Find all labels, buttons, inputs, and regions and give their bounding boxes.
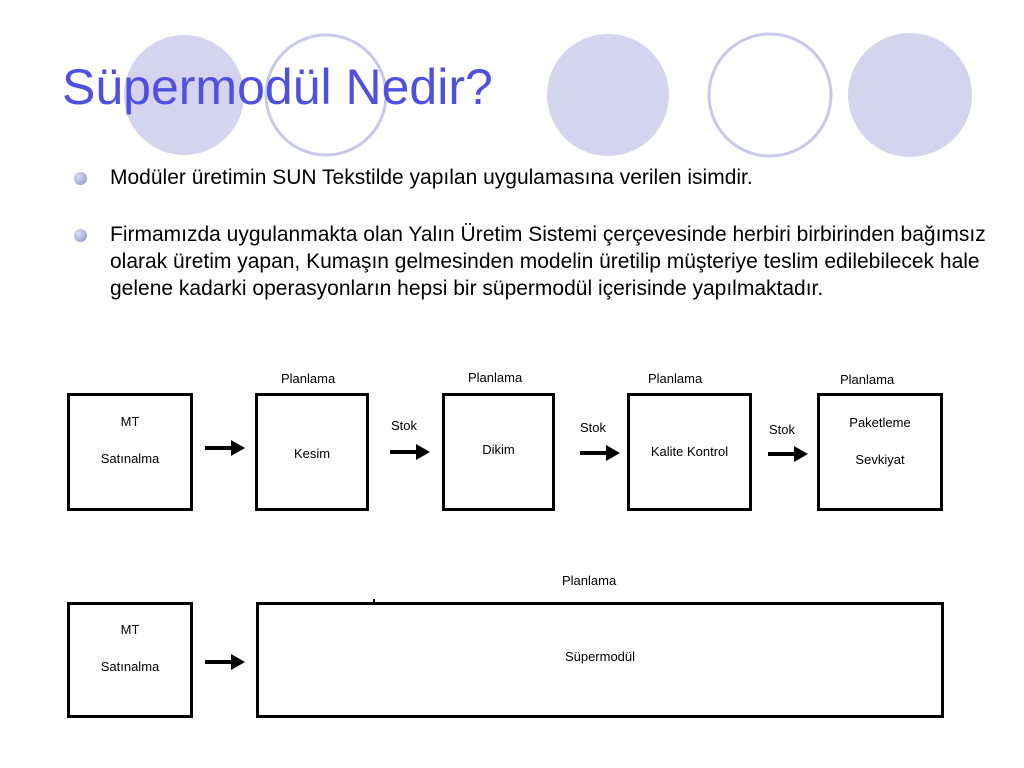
- box-mt-satinalma: MT Satınalma: [67, 602, 193, 718]
- box-kesim: Kesim: [255, 393, 369, 511]
- bullet-text: Firmamızda uygulanmakta olan Yalın Üreti…: [110, 223, 986, 300]
- bullet-item: Modüler üretimin SUN Tekstilde yapılan u…: [72, 164, 992, 191]
- box-line: Sevkiyat: [855, 452, 905, 467]
- box-mt-satinalma: MT Satınalma: [67, 393, 193, 511]
- arrow-label: Stok: [769, 422, 796, 437]
- box-dikim: Dikim: [442, 393, 555, 511]
- box-line: Kalite Kontrol: [650, 444, 729, 459]
- arrow-right-icon: [205, 440, 245, 456]
- decorative-circle: [264, 33, 388, 157]
- bullet-item: Firmamızda uygulanmakta olan Yalın Üreti…: [72, 221, 992, 302]
- planning-label: Planlama: [648, 371, 703, 386]
- planning-label: Planlama: [468, 370, 523, 385]
- arrow-label: Stok: [580, 420, 607, 435]
- arrow-right-icon: [205, 654, 245, 670]
- bullet-dot-icon: [74, 172, 87, 185]
- box-line: Dikim: [482, 442, 515, 457]
- arrow-right-icon: [768, 446, 808, 462]
- arrow-label: Stok: [391, 418, 418, 433]
- box-kalite-kontrol: Kalite Kontrol: [627, 393, 752, 511]
- separator-tick: [373, 599, 375, 602]
- box-line: MT: [120, 622, 140, 637]
- planning-label: Planlama: [281, 371, 336, 386]
- box-line: Satınalma: [100, 659, 160, 674]
- decorative-circle: [848, 33, 972, 157]
- planning-label: Planlama: [562, 573, 617, 588]
- box-line: MT: [120, 414, 140, 429]
- box-paketleme-sevkiyat: Paketleme Sevkiyat: [817, 393, 943, 511]
- box-line: Paketleme: [849, 415, 911, 430]
- arrow-right-icon: [390, 444, 430, 460]
- page-title: Süpermodül Nedir?: [62, 59, 493, 115]
- decorative-circle: [124, 35, 244, 155]
- box-line: Satınalma: [100, 451, 160, 466]
- box-line: Kesim: [293, 446, 331, 461]
- decorative-circle: [547, 34, 669, 156]
- box-supermodul: Süpermodül: [256, 602, 944, 718]
- arrow-right-icon: [580, 445, 620, 461]
- bullet-dot-icon: [74, 229, 87, 242]
- planning-label: Planlama: [840, 372, 895, 387]
- decorative-circle: [707, 32, 833, 158]
- bullet-list: Modüler üretimin SUN Tekstilde yapılan u…: [72, 164, 992, 302]
- bullet-text: Modüler üretimin SUN Tekstilde yapılan u…: [110, 166, 753, 189]
- box-line: Süpermodül: [564, 649, 636, 664]
